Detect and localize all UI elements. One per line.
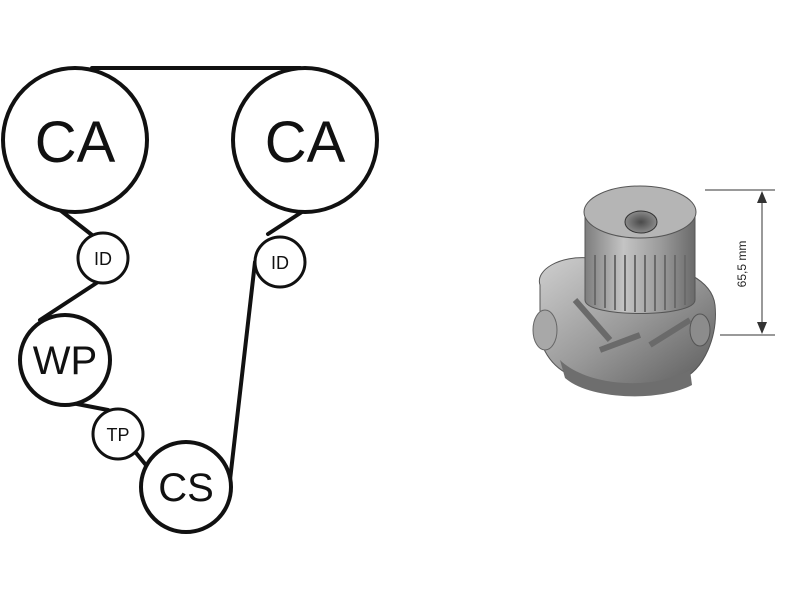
belt-crank-to-right-idler (228, 260, 257, 482)
dimension-label: 65,5 mm (735, 241, 749, 288)
tensioner-label: TP (106, 425, 129, 445)
camshaft-right-label: CA (265, 110, 346, 175)
dimension-marker: 65,5 mm (705, 189, 775, 336)
pump-flange-lower (560, 360, 692, 397)
tensioner-pulley: TP (91, 407, 145, 461)
camshaft-left-label: CA (35, 110, 116, 175)
idler-pulley-right: ID (253, 235, 307, 289)
dimension-arrow-top (757, 191, 767, 203)
belt-right-idler-to-cam (266, 208, 307, 236)
pump-rib-2 (598, 332, 642, 353)
pump-rib-3 (648, 317, 692, 348)
pump-bolt-ear-right (689, 313, 711, 347)
crankshaft-pulley: CS (139, 440, 233, 534)
pump-gear-body (584, 211, 696, 314)
camshaft-pulley-left: CA (1, 66, 149, 214)
pump-rib-1 (572, 298, 613, 342)
pump-bolt-ear-left (532, 309, 558, 351)
idler-right-label: ID (271, 253, 289, 273)
water-pump-label: WP (33, 339, 97, 383)
pump-gear-teeth (594, 255, 686, 312)
water-pump-product-image: 65,5 mm (532, 185, 775, 397)
idler-pulley-left: ID (76, 231, 130, 285)
water-pump-pulley: WP (18, 313, 112, 407)
belt-left-cam-to-idler (58, 208, 94, 237)
crankshaft-label: CS (158, 466, 214, 510)
pump-hub-hole (624, 210, 658, 234)
dimension-arrow-bottom (757, 322, 767, 334)
idler-left-label: ID (94, 249, 112, 269)
camshaft-pulley-right: CA (231, 66, 379, 214)
belt-idler-to-pump (38, 280, 100, 322)
